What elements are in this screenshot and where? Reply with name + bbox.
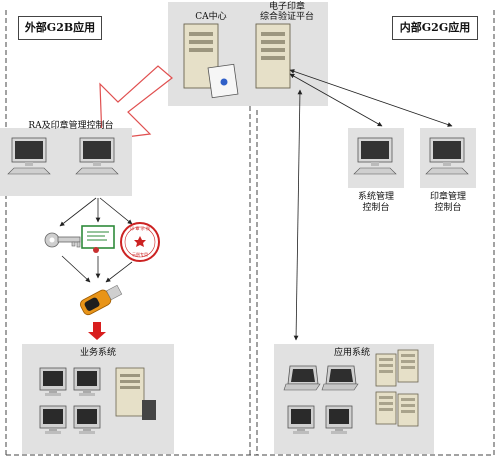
seal-platform-server-icon: [255, 23, 291, 89]
ra-console-pc-1: [7, 137, 51, 175]
ca-center-label: CA中心: [195, 12, 227, 22]
seal-console-label-1: 印章管理: [429, 192, 466, 202]
business-system-label: 业务系统: [79, 348, 116, 358]
app-laptop-1: [283, 365, 321, 391]
seal-platform-label-2: 综合验证平台: [259, 12, 314, 22]
seal-console-label-2: 控制台: [434, 203, 462, 213]
platform-to-seal-console-arrow: [289, 69, 453, 127]
seal-platform-label-1: 电子印章: [268, 2, 305, 12]
app-system-label: 应用系统: [333, 348, 370, 358]
app-server-2: [397, 349, 419, 383]
certificate-icon: [81, 225, 115, 253]
business-system-panel: [22, 344, 174, 454]
system-console-pc: [353, 137, 397, 175]
svg-text:印 章 示 例: 印 章 示 例: [130, 225, 150, 231]
internal-zone-label: 内部G2G应用: [392, 16, 478, 40]
ra-console-label: RA及印章管理控制台: [28, 121, 114, 131]
ca-server-icon: [183, 23, 239, 99]
usb-key-icon: [79, 284, 123, 316]
key-icon: [44, 232, 81, 248]
seal-to-usb-arrow: [105, 261, 133, 283]
app-laptop-2: [321, 365, 359, 391]
system-console-label-2: 控制台: [362, 203, 390, 213]
ca-to-ra-arrow: [99, 65, 173, 141]
ra-to-seal-arrow: [99, 197, 133, 225]
platform-to-app-system-arrow: [293, 89, 303, 341]
business-server-icon: [115, 367, 156, 420]
system-console-label-1: 系统管理: [357, 192, 394, 202]
key-to-usb-arrow: [61, 255, 91, 283]
external-zone-label: 外部G2B应用: [18, 16, 102, 40]
red-seal-stamp-icon: 印 章 示 例 示例专用: [120, 222, 160, 262]
app-server-4: [397, 393, 419, 427]
ra-to-key-arrow: [59, 197, 97, 227]
svg-text:示例专用: 示例专用: [132, 251, 148, 257]
usb-to-business-arrow: [88, 322, 106, 340]
app-server-3: [375, 391, 397, 425]
seal-console-pc: [425, 137, 469, 175]
ra-console-pc-2: [75, 137, 119, 175]
